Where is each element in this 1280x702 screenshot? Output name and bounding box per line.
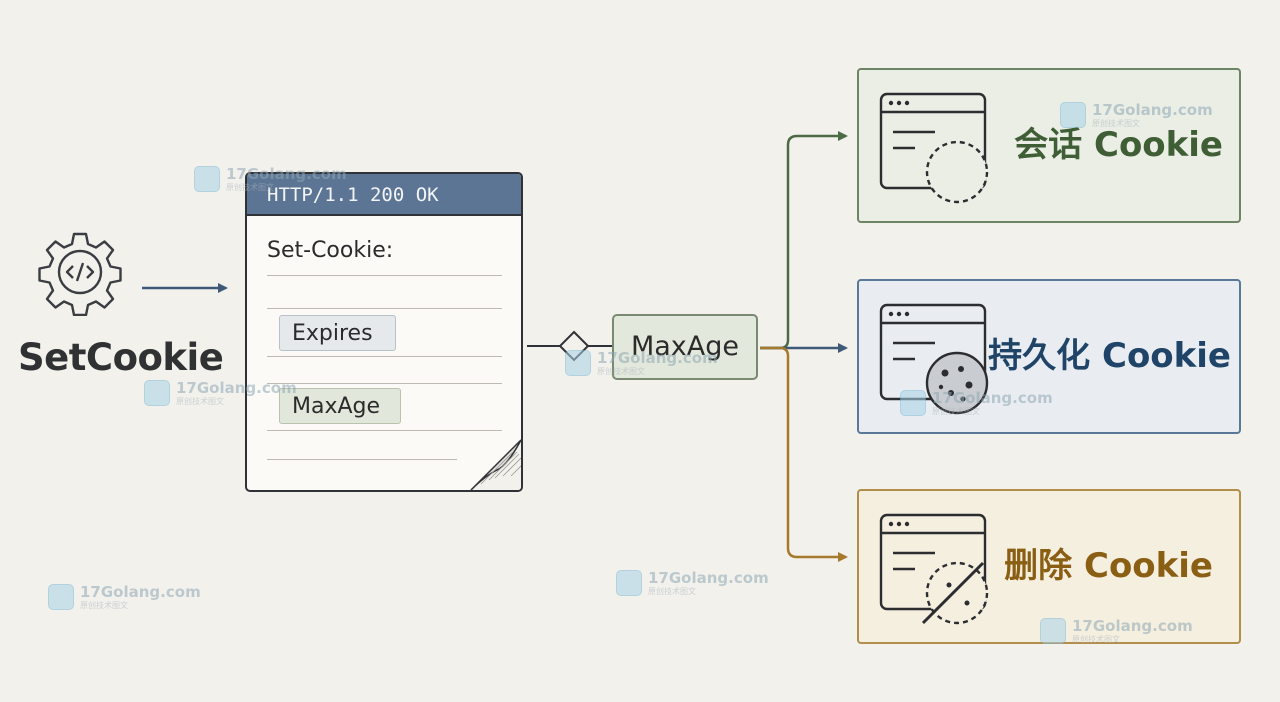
persistent-cookie-box: 持久化 Cookie bbox=[857, 279, 1241, 434]
browser-crossed-cookie-icon bbox=[879, 513, 989, 625]
maxage-node: MaxAge bbox=[612, 314, 758, 380]
setcookie-label: SetCookie bbox=[18, 336, 224, 379]
maxage-field: MaxAge bbox=[279, 388, 401, 424]
page-curl-icon bbox=[469, 438, 521, 490]
browser-cookie-icon bbox=[879, 303, 989, 415]
expires-field: Expires bbox=[279, 315, 396, 351]
set-cookie-header: Set-Cookie: bbox=[267, 238, 394, 263]
card-rule bbox=[267, 459, 457, 460]
delete-cookie-box: 删除 Cookie bbox=[857, 489, 1241, 644]
http-response-card: HTTP/1.1 200 OK Set-Cookie: Expires MaxA… bbox=[245, 172, 523, 492]
card-rule bbox=[267, 308, 502, 309]
card-rule bbox=[267, 356, 502, 357]
delete-cookie-label: 删除 Cookie bbox=[1004, 546, 1213, 586]
arrow-to-delete-cookie bbox=[760, 346, 848, 562]
browser-empty-cookie-icon bbox=[879, 92, 989, 204]
card-rule bbox=[267, 275, 502, 276]
persistent-cookie-label: 持久化 Cookie bbox=[988, 336, 1231, 376]
session-cookie-label: 会话 Cookie bbox=[1014, 125, 1223, 165]
session-cookie-box: 会话 Cookie bbox=[857, 68, 1241, 223]
card-rule bbox=[267, 430, 502, 431]
gear-code-icon bbox=[38, 232, 122, 316]
status-line: HTTP/1.1 200 OK bbox=[247, 174, 521, 216]
card-rule bbox=[267, 383, 502, 384]
diamond-connector bbox=[558, 330, 590, 362]
arrow-to-session-cookie bbox=[760, 131, 848, 350]
